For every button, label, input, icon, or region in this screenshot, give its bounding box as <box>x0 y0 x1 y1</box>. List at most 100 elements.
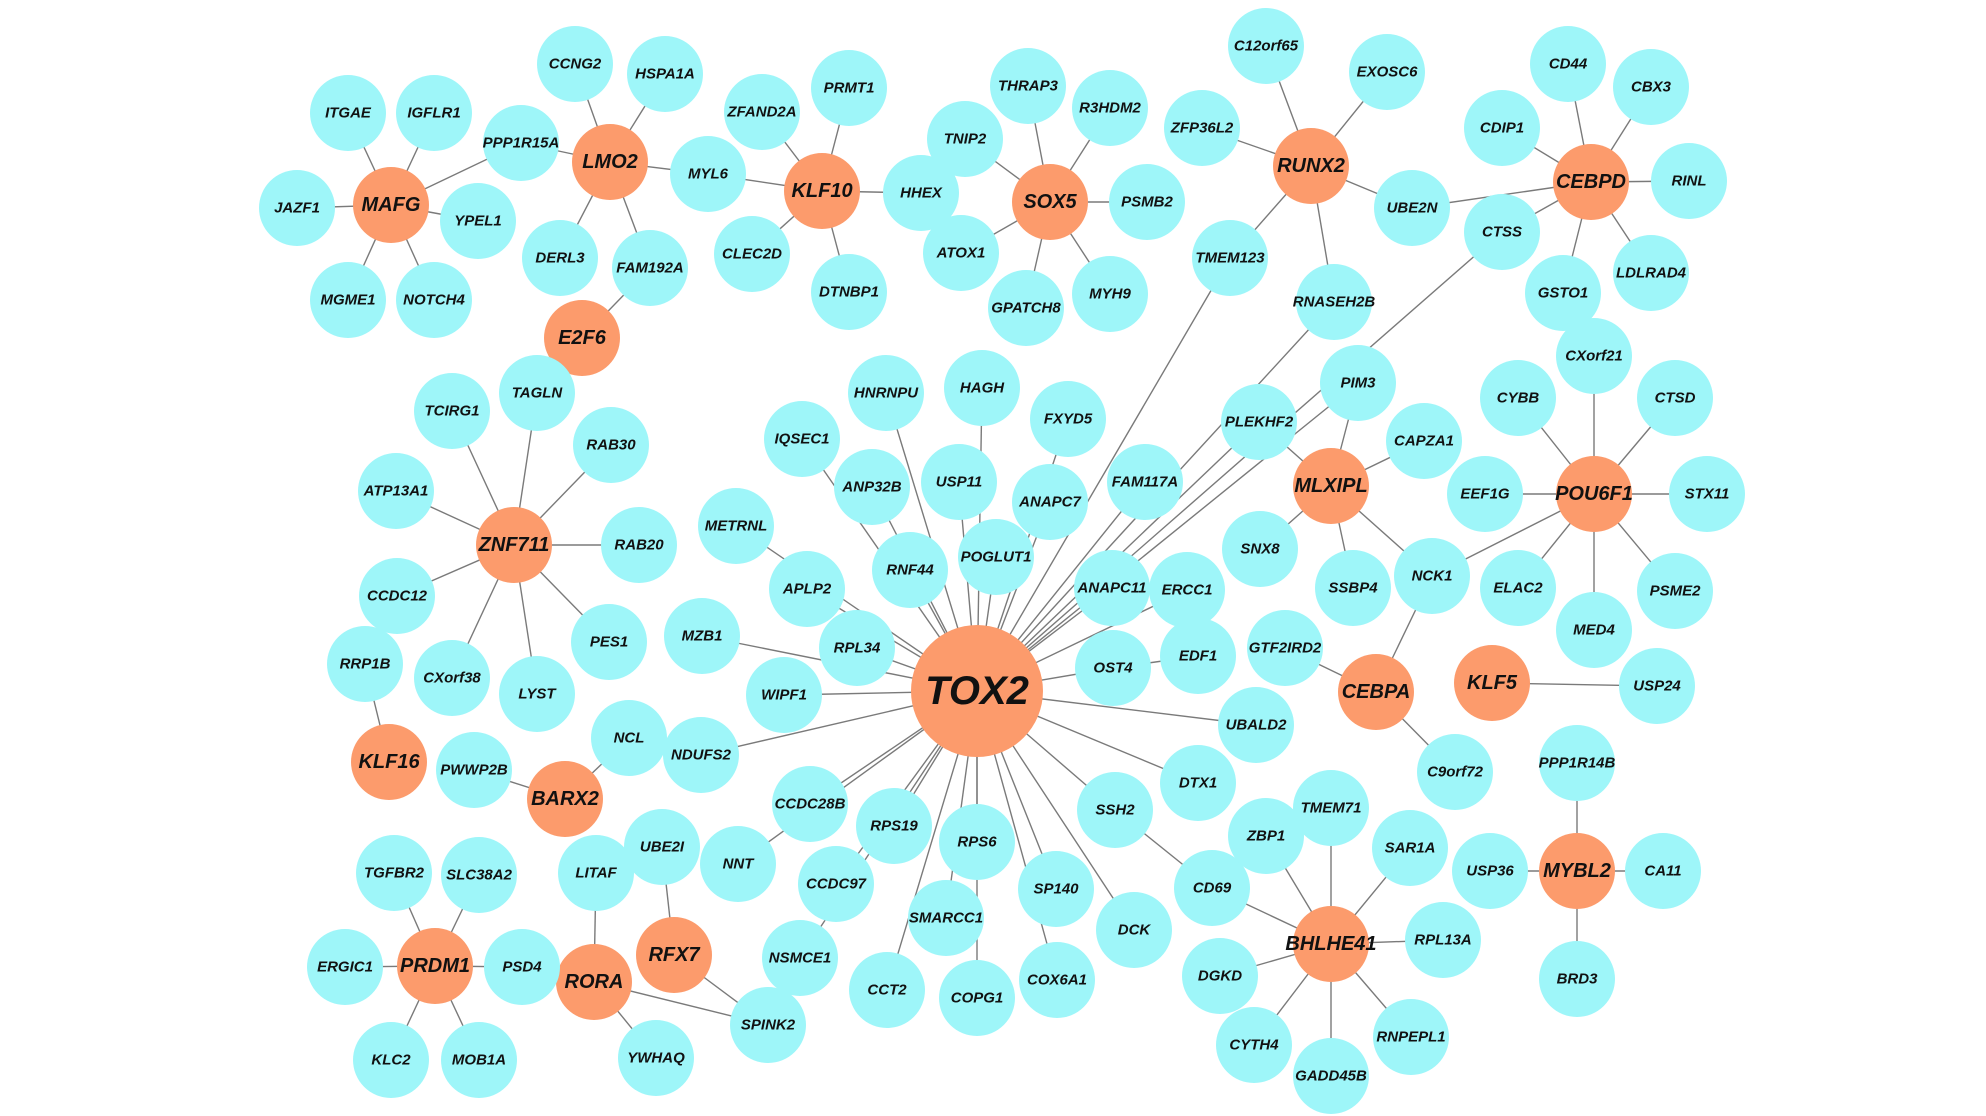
gene-circle-plekhf2 <box>1221 384 1297 460</box>
node-dtnbp1: DTNBP1 <box>811 254 887 330</box>
gene-circle-rnpepl1 <box>1373 999 1449 1075</box>
gene-circle-ywhaq <box>618 1020 694 1096</box>
node-ccdc28b: CCDC28B <box>772 766 848 842</box>
node-label-cybb: CYBB <box>1497 390 1540 407</box>
node-psd4: PSD4 <box>484 929 560 1005</box>
edge-tox2-tmem123 <box>976 257 1231 692</box>
gene-circle-zfp36l2 <box>1164 90 1240 166</box>
gene-circle-thrap3 <box>990 48 1066 124</box>
node-hagh: HAGH <box>944 350 1020 426</box>
gene-circle-eef1g <box>1447 456 1523 532</box>
gene-circle-cxorf38 <box>414 640 490 716</box>
gene-circle-ccdc12 <box>359 558 435 634</box>
gene-circle-c9orf72 <box>1417 734 1493 810</box>
node-label-atp13a1: ATP13A1 <box>363 483 429 500</box>
node-klc2: KLC2 <box>353 1022 429 1098</box>
node-label-edf1: EDF1 <box>1179 648 1217 665</box>
gene-circle-ypel1 <box>440 183 516 259</box>
regulator-circle-klf5 <box>1454 645 1530 721</box>
node-ndufs2: NDUFS2 <box>663 717 739 793</box>
gene-circle-capza1 <box>1386 403 1462 479</box>
node-tox2: TOX2 <box>911 625 1043 757</box>
node-label-cebpd: CEBPD <box>1556 171 1626 193</box>
node-label-ost4: OST4 <box>1093 660 1133 677</box>
node-pim3: PIM3 <box>1320 345 1396 421</box>
node-label-klf16: KLF16 <box>358 751 420 773</box>
gene-circle-rinl <box>1651 143 1727 219</box>
node-label-copg1: COPG1 <box>951 990 1004 1007</box>
node-cd69: CD69 <box>1174 850 1250 926</box>
node-thrap3: THRAP3 <box>990 48 1066 124</box>
gene-circle-ctsd <box>1637 360 1713 436</box>
node-label-stx11: STX11 <box>1685 486 1730 503</box>
gene-circle-c12orf65 <box>1228 8 1304 84</box>
node-ctsd: CTSD <box>1637 360 1713 436</box>
regulator-circle-rora <box>556 944 632 1020</box>
node-label-rpl13a: RPL13A <box>1414 932 1472 949</box>
node-label-ube2i: UBE2I <box>640 839 685 856</box>
node-label-ccdc28b: CCDC28B <box>775 796 846 813</box>
node-label-sar1a: SAR1A <box>1385 840 1436 857</box>
node-r3hdm2: R3HDM2 <box>1072 70 1148 146</box>
node-label-litaf: LITAF <box>575 865 617 882</box>
node-nck1: NCK1 <box>1394 538 1470 614</box>
node-ldlrad4: LDLRAD4 <box>1613 235 1689 311</box>
node-iqsec1: IQSEC1 <box>764 401 840 477</box>
node-label-mob1a: MOB1A <box>452 1052 506 1069</box>
gene-circle-mob1a <box>441 1022 517 1098</box>
gene-circle-anp32b <box>834 449 910 525</box>
node-label-capza1: CAPZA1 <box>1394 433 1454 450</box>
node-label-med4: MED4 <box>1573 622 1615 639</box>
node-rinl: RINL <box>1651 143 1727 219</box>
node-label-rrp1b: RRP1B <box>340 656 391 673</box>
gene-circle-ergic1 <box>307 929 383 1005</box>
node-label-cct2: CCT2 <box>867 982 907 999</box>
gene-circle-rpl34 <box>819 610 895 686</box>
node-label-fxyd5: FXYD5 <box>1044 411 1093 428</box>
node-rnaseh2b: RNASEH2B <box>1293 264 1375 340</box>
node-atp13a1: ATP13A1 <box>358 453 434 529</box>
node-fam117a: FAM117A <box>1107 444 1183 520</box>
node-label-zfand2a: ZFAND2A <box>726 104 796 121</box>
node-label-derl3: DERL3 <box>535 250 585 267</box>
node-label-cd69: CD69 <box>1193 880 1232 897</box>
node-ssbp4: SSBP4 <box>1315 550 1391 626</box>
node-ywhaq: YWHAQ <box>618 1020 694 1096</box>
node-label-mlxipl: MLXIPL <box>1294 475 1367 497</box>
gene-circle-ncl <box>591 700 667 776</box>
gene-circle-rpl13a <box>1405 902 1481 978</box>
gene-circle-mzb1 <box>664 598 740 674</box>
regulator-circle-rfx7 <box>636 917 712 993</box>
node-atox1: ATOX1 <box>923 215 999 291</box>
gene-circle-cybb <box>1480 360 1556 436</box>
node-label-ldlrad4: LDLRAD4 <box>1616 265 1687 282</box>
regulator-circle-sox5 <box>1012 164 1088 240</box>
gene-circle-brd3 <box>1539 941 1615 1017</box>
node-label-cyth4: CYTH4 <box>1229 1037 1279 1054</box>
node-anapc11: ANAPC11 <box>1074 550 1150 626</box>
node-tgfbr2: TGFBR2 <box>356 835 432 911</box>
gene-circle-tnip2 <box>927 101 1003 177</box>
node-tmem123: TMEM123 <box>1192 220 1268 296</box>
regulator-circle-mybl2 <box>1539 833 1615 909</box>
node-label-nck1: NCK1 <box>1412 568 1453 585</box>
node-label-tagln: TAGLN <box>512 385 564 402</box>
node-smarcc1: SMARCC1 <box>908 880 984 956</box>
node-label-klf10: KLF10 <box>791 180 852 202</box>
node-label-tox2: TOX2 <box>925 669 1029 713</box>
node-label-hagh: HAGH <box>960 380 1005 397</box>
node-label-ube2n: UBE2N <box>1387 200 1439 217</box>
node-usp11: USP11 <box>921 444 997 520</box>
node-label-pwwp2b: PWWP2B <box>440 762 508 779</box>
node-poglut1: POGLUT1 <box>958 519 1034 595</box>
node-med4: MED4 <box>1556 592 1632 668</box>
node-label-cxorf38: CXorf38 <box>423 670 481 687</box>
gene-circle-atp13a1 <box>358 453 434 529</box>
node-ubald2: UBALD2 <box>1218 687 1294 763</box>
node-label-rfx7: RFX7 <box>648 944 700 966</box>
node-klf16: KLF16 <box>351 724 427 800</box>
node-label-hhex: HHEX <box>900 185 943 202</box>
node-label-notch4: NOTCH4 <box>403 292 465 309</box>
node-mzb1: MZB1 <box>664 598 740 674</box>
gene-circle-hagh <box>944 350 1020 426</box>
